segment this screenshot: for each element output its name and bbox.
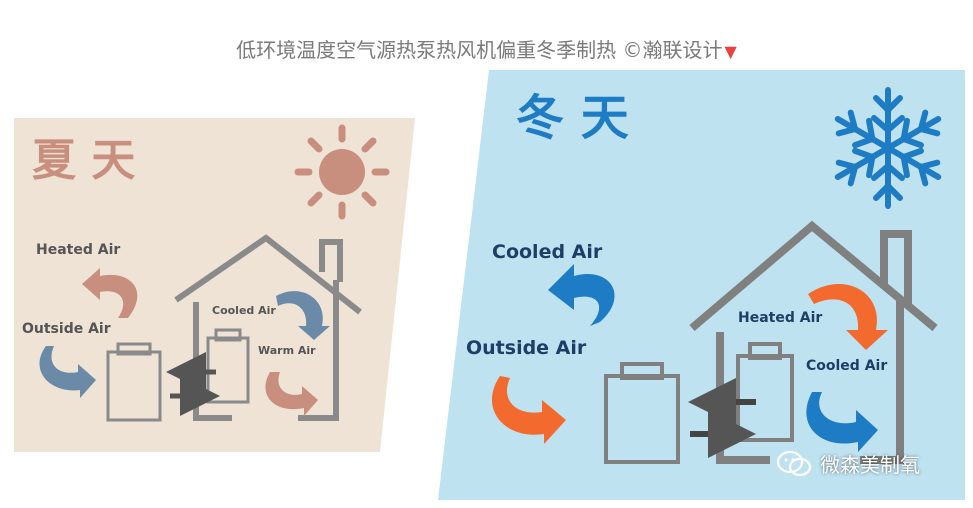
winter-panel: 冬 天 (438, 70, 965, 500)
winter-indoor-unit-top (748, 342, 782, 360)
snowflake-icon (831, 87, 945, 206)
summer-label-heated-air: Heated Air (36, 242, 120, 258)
winter-outdoor-unit-top (620, 362, 664, 380)
caption: 低环境温度空气源热泵热风机偏重冬季制热 ©瀚联设计▼ (0, 34, 973, 63)
summer-cooled-air-arrow (276, 291, 330, 340)
summer-outdoor-unit-top (116, 342, 152, 356)
caption-marker: ▼ (724, 42, 737, 61)
summer-warm-air-arrow (265, 372, 318, 416)
winter-house (689, 220, 938, 464)
wechat-icon (776, 450, 812, 476)
winter-label-heated-air: Heated Air (738, 310, 822, 326)
winter-cooled-air-inside-arrow (806, 392, 878, 452)
summer-house (174, 234, 362, 421)
summer-outside-air-arrow (39, 346, 96, 398)
watermark-text: 微森美制氧 (820, 453, 920, 477)
summer-title: 夏 天 (32, 135, 135, 186)
caption-text: 低环境温度空气源热泵热风机偏重冬季制热 ©瀚联设计 (236, 38, 723, 62)
summer-label-cooled-air: Cooled Air (212, 304, 276, 317)
summer-outdoor-unit (106, 350, 162, 422)
summer-indoor-unit-top (214, 328, 242, 342)
winter-label-outside-air: Outside Air (466, 337, 587, 359)
winter-background (438, 70, 965, 500)
summer-panel: 夏 天 (14, 118, 415, 452)
summer-label-outside-air: Outside Air (22, 321, 111, 337)
winter-label-cooled-air: Cooled Air (492, 241, 603, 263)
watermark: 微森美制氧 (776, 449, 920, 478)
summer-label-warm-air: Warm Air (258, 344, 316, 357)
sun-icon (294, 124, 390, 220)
winter-label-cooled-air-inside: Cooled Air (806, 358, 887, 374)
winter-cooled-air-arrow (548, 264, 615, 326)
summer-heated-air-arrow (82, 268, 138, 318)
winter-outside-air-arrow (491, 376, 566, 444)
winter-heated-air-arrow (808, 283, 888, 350)
winter-title: 冬 天 (516, 90, 629, 146)
